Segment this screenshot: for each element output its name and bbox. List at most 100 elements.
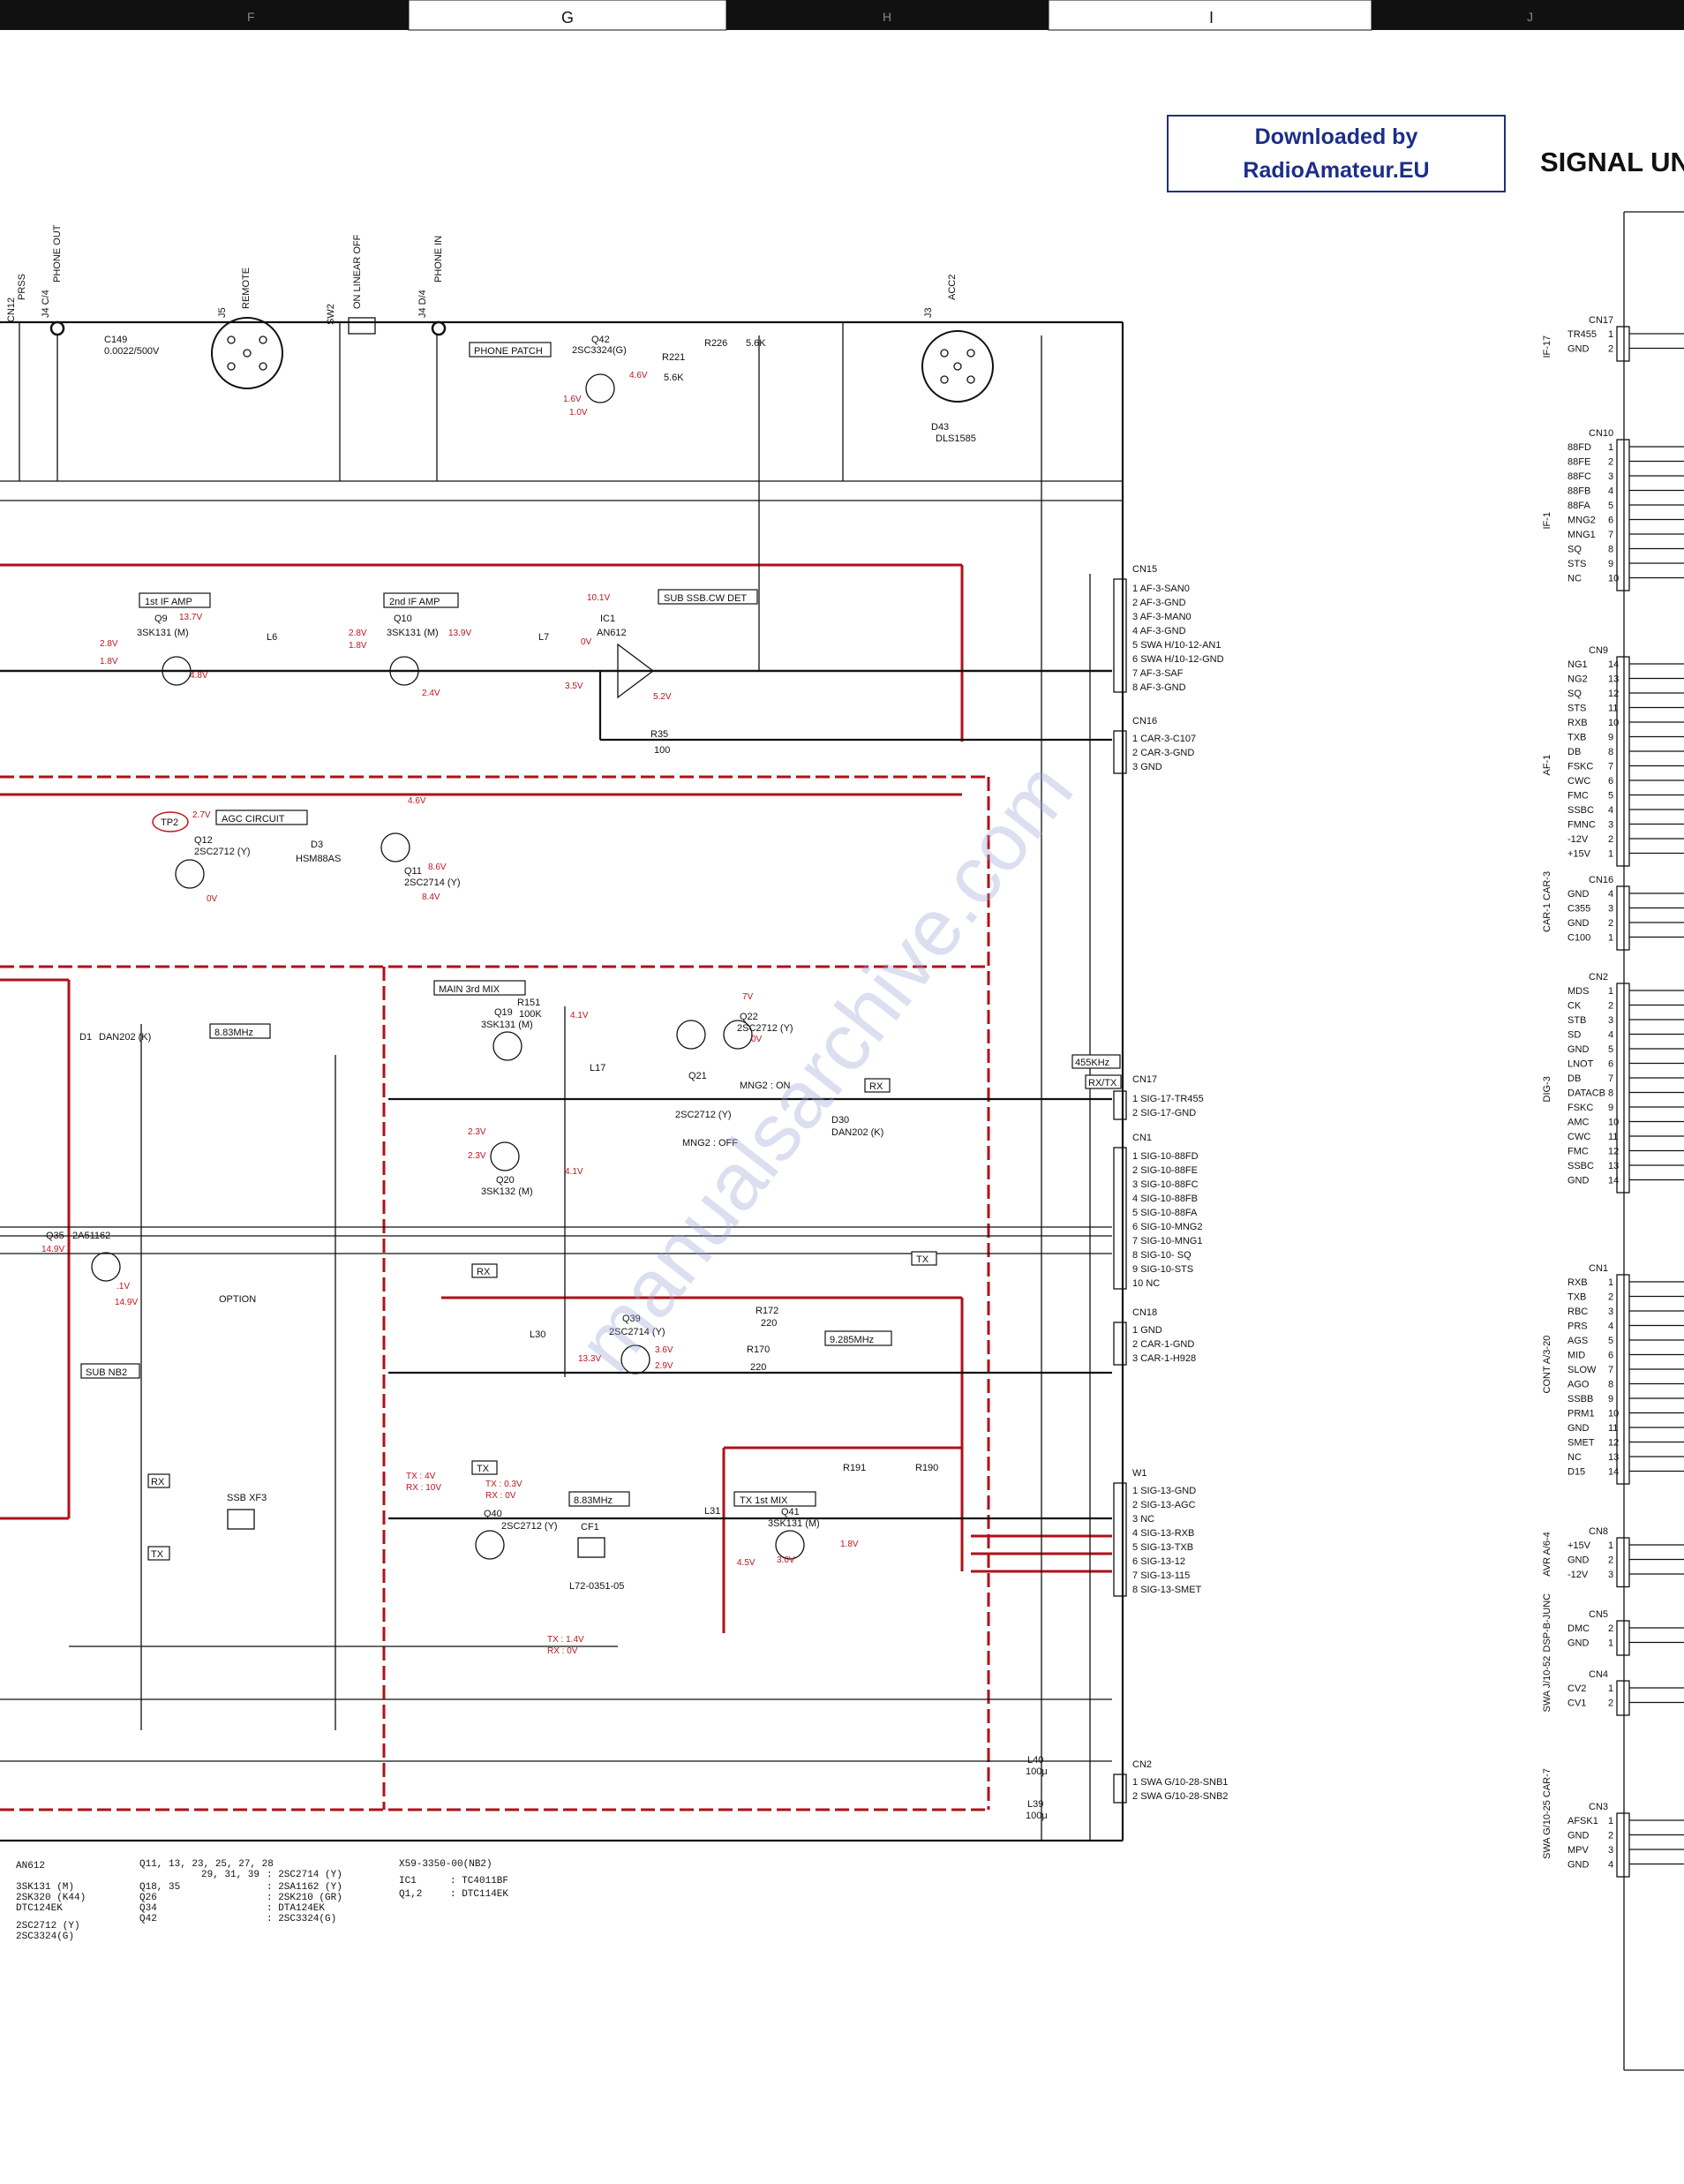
w1-pin-1: 1 SIG-13-GND [1132, 1486, 1196, 1496]
note-mid-ref-4: Q34 [139, 1903, 157, 1914]
cn15-pin-1: 1 AF-3-SAN0 [1132, 584, 1190, 594]
v-q9-s: 2.8V [100, 639, 118, 649]
right-connector-housing [1616, 1680, 1630, 1716]
jack-remote: J5 REMOTE [211, 267, 283, 389]
connector-cn2: CN2 1 SWA G/10-28-SNB1 2 SWA G/10-28-SNB… [1113, 1759, 1228, 1804]
d1-type: DAN202 (K) [99, 1032, 151, 1043]
r221-ref: R221 [662, 352, 685, 363]
l17-ref: L17 [590, 1063, 605, 1073]
v-q22-1: 7V [742, 992, 754, 1002]
right-connector-pin-signal: FSKC [1567, 1103, 1593, 1113]
q22-type: 2SC2712 (Y) [737, 1023, 793, 1034]
q12-type: 2SC2712 (Y) [194, 847, 251, 857]
right-connector-pin-number: 7 [1608, 1365, 1613, 1375]
cn16-ref: CN16 [1132, 716, 1157, 727]
v-q40-tx2: TX : 0.3V [485, 1480, 522, 1489]
right-connector-pin-number: 2 [1608, 344, 1613, 355]
right-connector-pin-number: 2 [1608, 1001, 1613, 1012]
note-left-5: 2SC3324(G) [16, 1932, 74, 1942]
right-connector-pin-number: 14 [1608, 1176, 1619, 1186]
ruler-col-i: I [1209, 9, 1214, 26]
cn15-pins: 1 AF-3-SAN0 2 AF-3-GND 3 AF-3-MAN0 4 AF-… [1132, 584, 1224, 693]
connector-cn18: CN18 1 GND 2 CAR-1-GND 3 CAR-1-H928 [1113, 1307, 1196, 1366]
switch-linear: SW2 ON LINEAR OFF [326, 234, 376, 335]
right-connector-pin-signal: MDS [1567, 986, 1589, 997]
right-connector-pin-signal: GND [1567, 1176, 1590, 1186]
v-q42-3: 1.0V [569, 408, 588, 418]
tx-label-a: TX [916, 1254, 929, 1265]
right-connector-pin-signal: STB [1567, 1015, 1586, 1026]
v-q10-s2: 1.8V [349, 641, 367, 651]
right-connector-pin-signal: NG1 [1567, 659, 1588, 670]
freq-883-b: 8.83MHz [574, 1495, 613, 1506]
right-connector-pin-number: 6 [1608, 1351, 1613, 1361]
r170-val: 220 [750, 1362, 766, 1373]
right-connector-pin-number: 5 [1608, 1336, 1613, 1346]
note-nb2-ref-0: IC1 [399, 1876, 417, 1887]
connector-cn15: CN15 1 AF-3-SAN0 2 AF-3-GND 3 AF-3-MAN0 … [1113, 564, 1224, 693]
right-connector-pin-number: 1 [1608, 1277, 1613, 1288]
l40-ref: L40 [1027, 1755, 1043, 1766]
right-connector-housing [1616, 1620, 1630, 1656]
right-connector-pin-signal: +15V [1567, 849, 1591, 860]
jack-label-prss: PRSS [17, 274, 27, 300]
right-connector-pin-signal: SLOW [1567, 1365, 1597, 1375]
cn15-pin-3: 3 AF-3-MAN0 [1132, 612, 1192, 622]
block-option: OPTION [219, 1294, 256, 1305]
connector-cn17: CN17 1 SIG-17-TR455 2 SIG-17-GND [1113, 1074, 1204, 1120]
right-connector-pin-number: 8 [1608, 545, 1613, 555]
ruler-col-j: J [1527, 10, 1533, 24]
right-connector-pin-signal: DB [1567, 747, 1581, 757]
right-connector-ref: CN10 [1589, 428, 1613, 439]
right-connector-pin-signal: TR455 [1567, 329, 1597, 340]
right-connector-pin-number: 11 [1608, 1423, 1618, 1434]
banner-line-2: RadioAmateur.EU [1243, 158, 1430, 183]
cf1-type: L72-0351-05 [569, 1581, 624, 1592]
right-connector-pin-number: 1 [1608, 849, 1613, 860]
right-connector-pin-signal: RXB [1567, 1277, 1588, 1288]
banner-line-1: Downloaded by [1254, 124, 1418, 149]
right-connector-pin-number: 11 [1608, 1132, 1618, 1142]
right-connector-pin-number: 2 [1608, 1292, 1613, 1303]
right-connector-pin-number: 4 [1608, 1030, 1613, 1041]
cn15-pin-2: 2 AF-3-GND [1132, 598, 1186, 608]
block-2nd-if-amp: 2nd IF AMP [389, 597, 440, 607]
jack-phone-out: J4 C/4 PHONE OUT [41, 224, 65, 336]
note-left-0: AN612 [16, 1861, 45, 1871]
transistor-q20: Q20 3SK132 (M) [481, 1141, 533, 1197]
transistor-q39: Q39 2SC2714 (Y) [609, 1314, 665, 1374]
right-connector-housing [1616, 1812, 1630, 1878]
transistor-q41: Q41 3SK131 (M) [768, 1507, 820, 1560]
cn15-ref: CN15 [1132, 564, 1157, 575]
right-connector-pin-signal: D15 [1567, 1467, 1585, 1478]
q19-ref: Q19 [494, 1007, 513, 1018]
transistor-q35: Q35 2A51162 [46, 1231, 121, 1282]
jack-ref-j3: J3 [923, 307, 934, 318]
right-connector-pin-signal: CK [1567, 1001, 1582, 1012]
right-connector-pin-signal: -12V [1567, 834, 1589, 845]
right-connector-pin-signal: SSBB [1567, 1394, 1593, 1405]
right-connector-ref: CN4 [1589, 1669, 1608, 1680]
d3-ref: D3 [311, 840, 323, 850]
right-connector-pin-signal: LNOT [1567, 1059, 1594, 1070]
right-connector-pin-number: 9 [1608, 1394, 1613, 1405]
q11-ref: Q11 [404, 866, 422, 877]
right-connector-pin-signal: GND [1567, 1638, 1590, 1649]
cn1-pin-8: 8 SIG-10- SQ [1132, 1250, 1192, 1261]
right-connector-pin-number: 12 [1608, 1438, 1619, 1449]
cn18-pin-2: 2 CAR-1-GND [1132, 1339, 1194, 1350]
right-connector-pin-signal: DMC [1567, 1623, 1590, 1634]
right-connector-pin-signal: DB [1567, 1073, 1581, 1084]
right-connector-pin-number: 10 [1608, 1118, 1619, 1128]
q19-type: 3SK131 (M) [481, 1020, 533, 1030]
section-title: SIGNAL UN [1540, 147, 1684, 177]
cf1-ref: CF1 [581, 1522, 599, 1533]
note-mid-type-0: : 2SC2714 (Y) [267, 1870, 342, 1880]
right-connector-pin-signal: AGS [1567, 1336, 1588, 1346]
cn1-pin-5: 5 SIG-10-88FA [1132, 1208, 1198, 1218]
v-ic1-4: 5.2V [653, 692, 672, 702]
q41-ref: Q41 [781, 1507, 800, 1518]
right-connector-group: DSP-B-JUNC [1542, 1593, 1552, 1653]
